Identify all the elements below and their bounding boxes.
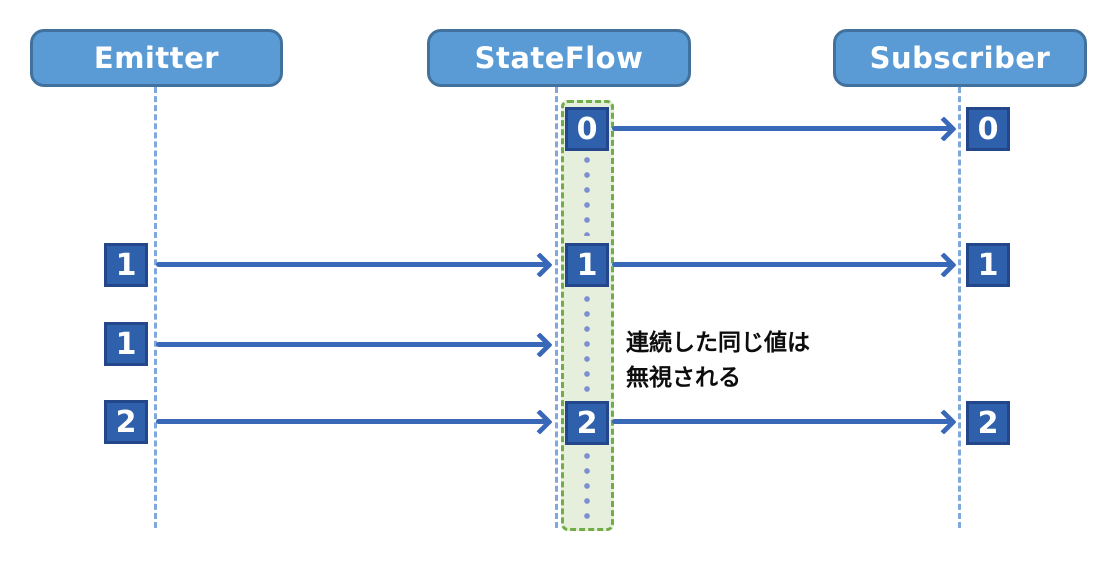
- value-box-emitter-1-duplicate: 1: [104, 322, 148, 366]
- idle-dots-segment: [584, 291, 590, 397]
- value-box-emitter-2: 2: [104, 400, 148, 444]
- idle-dots-segment: [584, 152, 590, 236]
- idle-dots-segment: [584, 448, 590, 526]
- value-box-subscriber-1: 1: [966, 243, 1010, 287]
- arrow-stateflow-to-subscriber-1: [612, 262, 950, 267]
- arrow-stateflow-to-subscriber-2: [612, 419, 950, 424]
- stateflow-lifeline: [555, 87, 558, 528]
- subscriber-lifeline: [958, 87, 961, 528]
- value-box-stateflow-1: 1: [565, 243, 609, 287]
- lifeline-header-emitter: Emitter: [30, 29, 283, 87]
- emitter-lifeline: [154, 87, 157, 528]
- value-box-emitter-1: 1: [104, 243, 148, 287]
- arrow-emitter-to-stateflow-2: [156, 419, 546, 424]
- value-box-subscriber-0: 0: [966, 107, 1010, 151]
- value-box-stateflow-2: 2: [565, 401, 609, 445]
- arrow-stateflow-to-subscriber-0: [612, 126, 950, 131]
- annotation-duplicates-ignored: 連続した同じ値は 無視される: [626, 326, 810, 396]
- value-box-subscriber-2: 2: [966, 401, 1010, 445]
- arrow-emitter-to-stateflow-1: [156, 262, 546, 267]
- annotation-line-1: 連続した同じ値は: [626, 330, 810, 356]
- lifeline-header-subscriber: Subscriber: [833, 29, 1087, 87]
- lifeline-header-stateflow: StateFlow: [427, 29, 691, 87]
- value-box-stateflow-0: 0: [565, 107, 609, 151]
- annotation-line-2: 無視される: [626, 365, 741, 391]
- arrow-emitter-to-stateflow-1-duplicate: [156, 342, 546, 347]
